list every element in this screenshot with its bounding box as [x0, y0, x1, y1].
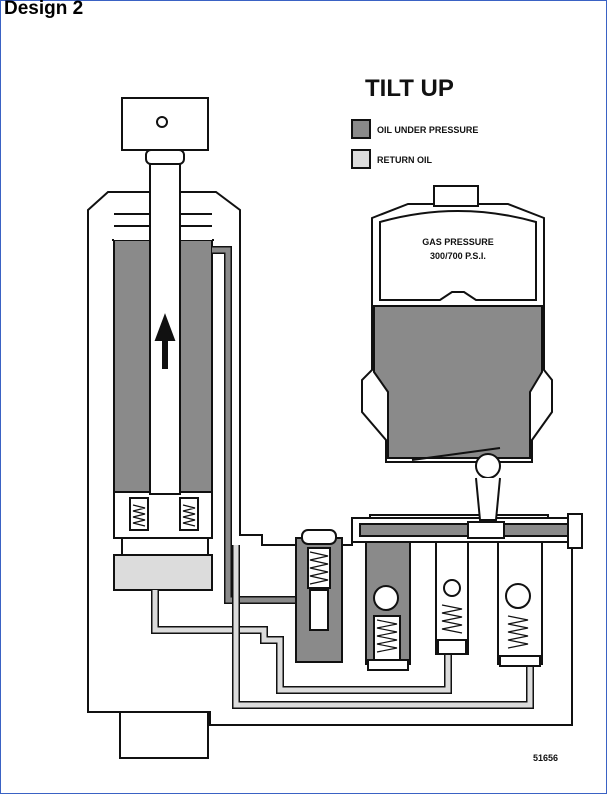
- middle-plug: [437, 639, 467, 655]
- gas-chamber: [379, 210, 537, 301]
- check-1-spring-bore: [373, 615, 401, 663]
- check-ball-1: [373, 585, 399, 611]
- return-passage-fill: [152, 590, 451, 693]
- relief-poppet: [309, 589, 329, 631]
- middle-valve-body: [435, 541, 469, 655]
- reservoir-ball: [475, 453, 501, 479]
- piston-skirt: [121, 537, 209, 556]
- legend-label-pressure: OIL UNDER PRESSURE: [377, 125, 478, 135]
- direction-arrow-up: [154, 313, 176, 369]
- diagram-title: TILT UP: [365, 75, 454, 102]
- page-title: Design 2: [4, 0, 84, 19]
- legend: OIL UNDER PRESSURE RETURN OIL: [351, 119, 478, 169]
- check-1-plug: [367, 659, 409, 671]
- eye-hole: [156, 116, 168, 128]
- legend-swatch-pressure: [351, 119, 371, 139]
- spring-left: [132, 504, 146, 527]
- pressure-passage-fill: [212, 247, 300, 603]
- manual-release-knob: [567, 513, 583, 549]
- motor-stub: [119, 711, 209, 759]
- reservoir-outlet: [475, 477, 501, 521]
- check-1-spring: [376, 619, 398, 653]
- return-passage-2-fill: [233, 545, 533, 708]
- piston-check-valve-right: [179, 497, 199, 531]
- spool-oil: [359, 523, 569, 537]
- check-2-plug: [499, 655, 541, 667]
- check-ball-2: [505, 583, 531, 609]
- gas-pressure-label: GAS PRESSURE: [422, 237, 494, 247]
- middle-ball: [443, 579, 461, 597]
- middle-spring: [441, 604, 463, 634]
- legend-label-return: RETURN OIL: [377, 155, 433, 165]
- gas-pressure-value: 300/700 P.S.I.: [430, 251, 486, 261]
- reservoir-pressure-oil: [373, 305, 543, 459]
- float-lever: [411, 447, 501, 461]
- piston-check-valve-left: [129, 497, 149, 531]
- cylinder-return-oil: [113, 554, 213, 591]
- legend-swatch-return: [351, 149, 371, 169]
- rod-cap: [145, 149, 185, 165]
- relief-valve-bore: [307, 547, 331, 589]
- relief-valve-cap: [301, 529, 337, 545]
- spool-center: [467, 521, 505, 539]
- spring-right: [182, 504, 196, 527]
- check-2-spring: [507, 615, 529, 649]
- relief-spring: [309, 551, 329, 585]
- accumulator-plug: [433, 185, 479, 207]
- figure-number: 51656: [533, 753, 558, 763]
